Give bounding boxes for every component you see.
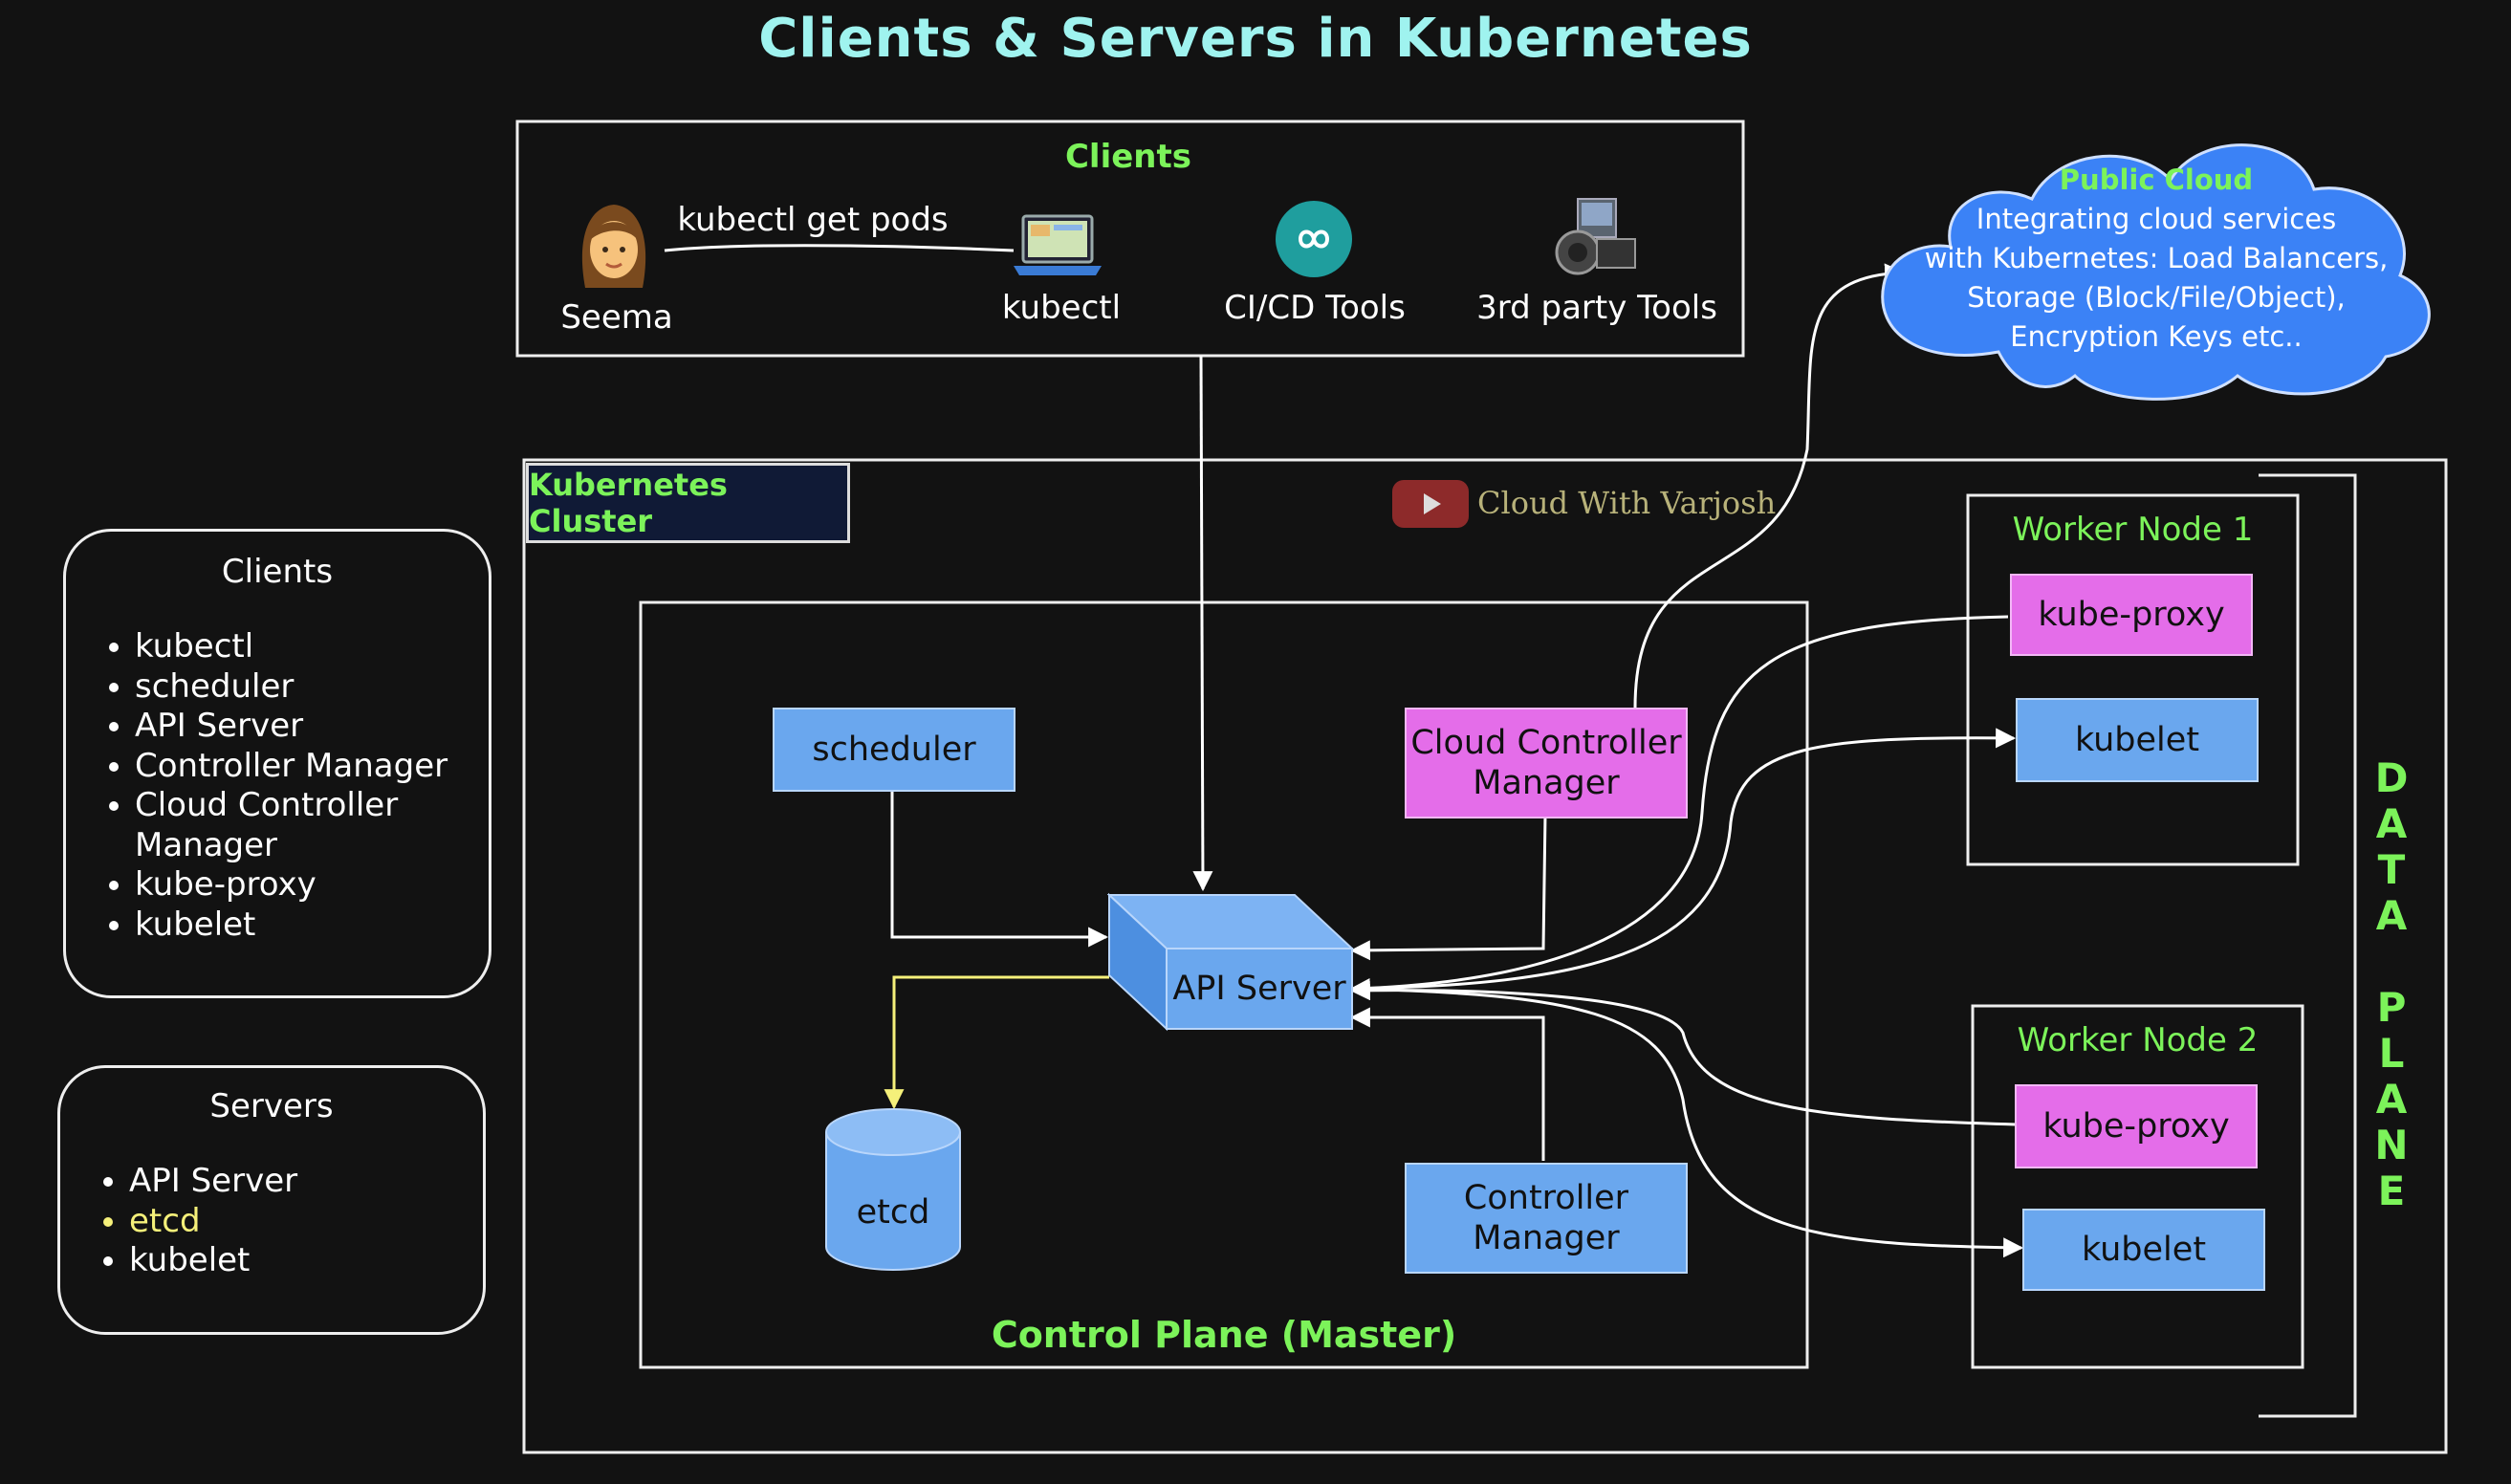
kube-proxy-2-box: kube-proxy — [2015, 1084, 2258, 1168]
data-plane-bracket — [2259, 473, 2357, 1418]
list-item: scheduler — [135, 667, 489, 708]
scheduler-box: scheduler — [773, 708, 1015, 792]
camera-icon — [1549, 191, 1645, 283]
public-cloud-line: Integrating cloud services — [1976, 203, 2337, 235]
kubelet-1-box: kubelet — [2016, 698, 2259, 782]
servers-legend: Servers API Server etcd kubelet — [57, 1065, 486, 1335]
play-icon — [1392, 480, 1469, 528]
clients-frame — [515, 120, 1745, 358]
controller-manager-box: Controller Manager — [1405, 1163, 1688, 1274]
tool-label-cicd: CI/CD Tools — [1224, 289, 1406, 327]
list-item: Cloud Controller Manager — [135, 786, 412, 865]
list-item: API Server — [135, 707, 489, 747]
servers-legend-heading: Servers — [209, 1087, 334, 1125]
laptop-icon — [1012, 212, 1103, 279]
public-cloud-line: with Kubernetes: Load Balancers, — [1924, 242, 2389, 274]
list-item: kube-proxy — [135, 865, 489, 906]
api-server-label: API Server — [1172, 970, 1346, 1008]
public-cloud: Public Cloud Integrating cloud services … — [1865, 113, 2448, 409]
clients-legend-heading: Clients — [221, 553, 334, 591]
kubectl-command: kubectl get pods — [677, 201, 949, 239]
watermark-text: Cloud With Varjosh — [1477, 485, 1777, 521]
page-title: Clients & Servers in Kubernetes — [758, 8, 1753, 70]
cluster-frame — [522, 458, 2448, 1454]
cluster-label: Kubernetes Cluster — [526, 463, 850, 543]
tool-label-3rd-party: 3rd party Tools — [1476, 289, 1717, 327]
api-server-box: API Server — [1106, 891, 1356, 1033]
etcd-label: etcd — [856, 1193, 930, 1232]
etcd-database: etcd — [824, 1107, 962, 1272]
tool-label-kubectl: kubectl — [1001, 289, 1122, 327]
cloud-icon — [1881, 143, 2431, 401]
clients-heading: Clients — [1064, 138, 1191, 176]
list-item: kubectl — [135, 627, 489, 667]
kubelet-2-box: kubelet — [2022, 1209, 2265, 1291]
list-item: etcd — [129, 1202, 483, 1242]
public-cloud-line: Encryption Keys etc.. — [2010, 320, 2303, 353]
kube-proxy-1-box: kube-proxy — [2010, 574, 2253, 656]
worker-node-1-title: Worker Node 1 — [2012, 511, 2254, 549]
list-item: kubelet — [135, 906, 489, 946]
clients-legend: Clients kubectl scheduler API Server Con… — [63, 529, 491, 998]
list-item: kubelet — [129, 1241, 483, 1281]
list-item: Controller Manager — [135, 747, 489, 787]
infinity-icon — [1274, 199, 1354, 279]
worker-node-2-title: Worker Node 2 — [2017, 1021, 2259, 1059]
cloud-controller-manager-box: Cloud Controller Manager — [1405, 708, 1688, 818]
public-cloud-line: Storage (Block/File/Object), — [1967, 281, 2346, 314]
worker-node-2-frame — [1971, 1004, 2304, 1369]
user-avatar-icon — [566, 197, 662, 293]
list-item: API Server — [129, 1162, 483, 1202]
user-label: Seema — [560, 298, 673, 337]
worker-node-1-frame — [1966, 493, 2300, 866]
public-cloud-heading: Public Cloud — [2059, 164, 2254, 196]
control-plane-label: Control Plane (Master) — [991, 1314, 1457, 1356]
control-plane-frame — [639, 600, 1809, 1369]
